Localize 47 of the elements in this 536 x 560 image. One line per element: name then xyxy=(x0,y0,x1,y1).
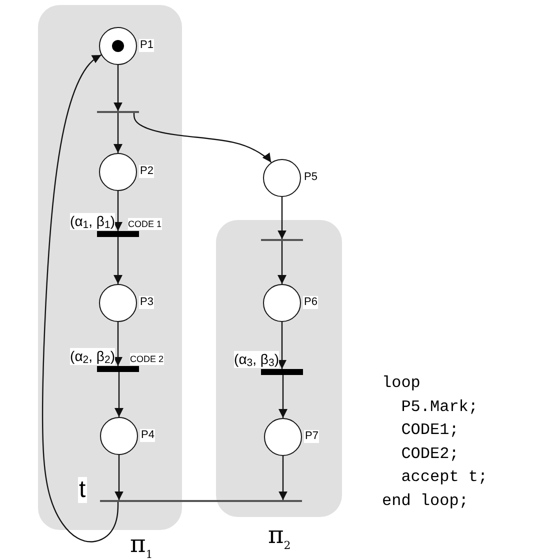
code-label: CODE 1 xyxy=(128,218,162,230)
transition-bar xyxy=(97,366,139,372)
partition-label: π$_{2}$ xyxy=(268,522,291,554)
arrow xyxy=(114,65,122,112)
arrow xyxy=(114,112,122,153)
arrow xyxy=(278,375,288,418)
arrow xyxy=(114,191,122,231)
arrow xyxy=(278,197,286,240)
place-label: P7 xyxy=(304,430,320,443)
code-line: P5.Mark; xyxy=(401,396,478,416)
place-label: P4 xyxy=(140,429,156,442)
arrow xyxy=(114,322,122,366)
place-circle xyxy=(99,153,137,191)
code-line: CODE2; xyxy=(401,444,459,464)
transition-line xyxy=(261,239,303,241)
transition-line xyxy=(97,111,139,113)
arrow xyxy=(114,455,124,500)
transition-line xyxy=(100,500,302,502)
transition-bar xyxy=(97,231,139,237)
code-line: accept t; xyxy=(401,467,488,487)
arrow xyxy=(278,456,288,500)
partition-label: π$_{1}$ xyxy=(130,531,153,560)
timing-label: (α$_{2}$, β$_{2}$) xyxy=(70,348,115,365)
place-label: P6 xyxy=(303,296,318,309)
arrow xyxy=(42,54,119,542)
code-line: CODE1; xyxy=(401,420,459,440)
transition-bar xyxy=(261,369,303,375)
place-circle xyxy=(263,159,301,197)
place-label: P3 xyxy=(139,296,154,309)
place-circle xyxy=(99,284,137,322)
place-circle xyxy=(100,417,138,455)
place-circle xyxy=(263,284,301,322)
timing-label: (α$_{3}$, β$_{3}$) xyxy=(234,351,279,368)
code-line: end loop; xyxy=(382,490,468,510)
code-line: loop xyxy=(382,373,420,393)
place-circle xyxy=(264,418,302,456)
place-label: P2 xyxy=(139,165,154,178)
place-circle xyxy=(99,27,137,65)
place-label: P1 xyxy=(139,39,154,52)
arrow xyxy=(114,237,122,284)
transition-label: t xyxy=(78,477,87,503)
arrow xyxy=(133,112,272,163)
timing-label: (α$_{1}$, β$_{1}$) xyxy=(70,213,115,230)
code-label: CODE 2 xyxy=(130,353,164,365)
arrow xyxy=(278,322,286,369)
arrow xyxy=(114,372,124,417)
arrow xyxy=(278,240,286,284)
